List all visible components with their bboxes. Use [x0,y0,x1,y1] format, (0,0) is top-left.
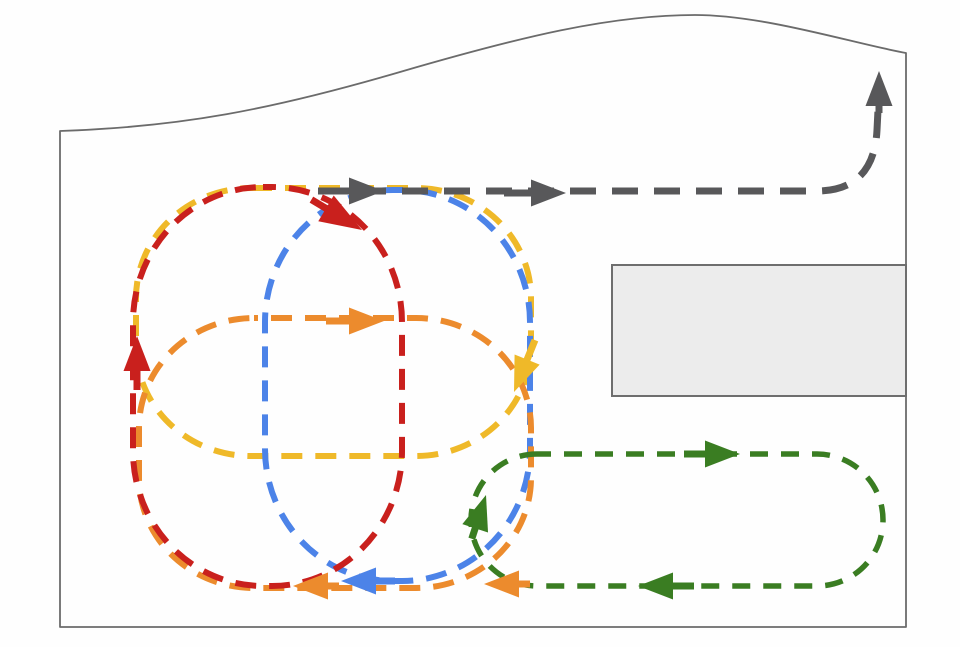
green-arrow-right [684,440,740,468]
yellow-arrow-down-head [514,354,540,392]
blue-loop [262,187,533,584]
yellow-arrow-down [514,338,540,392]
green-arrow-left-head [638,572,673,600]
orange-arrow-top [326,307,384,335]
gray-arrow-up-head [865,71,893,106]
green-arrow-left-shaft [663,582,694,590]
green-arrow-up [462,495,489,540]
orange-arrow-left-1 [293,572,339,600]
field-boundary [59,14,907,628]
gray-arrow-right-1-shaft [320,187,359,195]
blue-arrow-left [341,567,395,595]
red-arrow-topright [309,195,362,230]
gray-arrow-up [865,71,893,113]
orange-arrow-left-1-head [293,572,328,600]
blue-arrow-left-shaft [366,577,395,585]
green-arrow-right-shaft [684,450,715,458]
red-arrow-up-head [123,336,151,371]
blue-arrow-left-head [341,567,376,595]
gray-arrow-right-2-head [531,179,566,207]
gray-arrow-right-1 [320,177,384,205]
red-arrow-up [123,336,151,390]
exit-path [318,109,882,195]
orange-arrow-left-2-shaft [509,580,530,588]
orange-arrow-left-2-head [484,570,519,598]
orange-arrow-left-1-shaft [318,582,339,590]
orange-arrow-left-2 [484,570,530,598]
orange-arrow-top-head [349,307,384,335]
green-arrow-left [638,572,694,600]
orange-arrow-top-shaft [326,317,359,325]
gray-arrow-right-2 [504,179,566,207]
obstacle-rect [611,264,907,397]
gray-arrow-right-1-head [349,177,384,205]
green-arrow-right-head [705,440,740,468]
red-loop [130,184,405,589]
red-arrow-topright-head [318,195,362,230]
gray-arrow-right-2-shaft [504,189,541,197]
green-arrow-up-head [462,495,489,533]
